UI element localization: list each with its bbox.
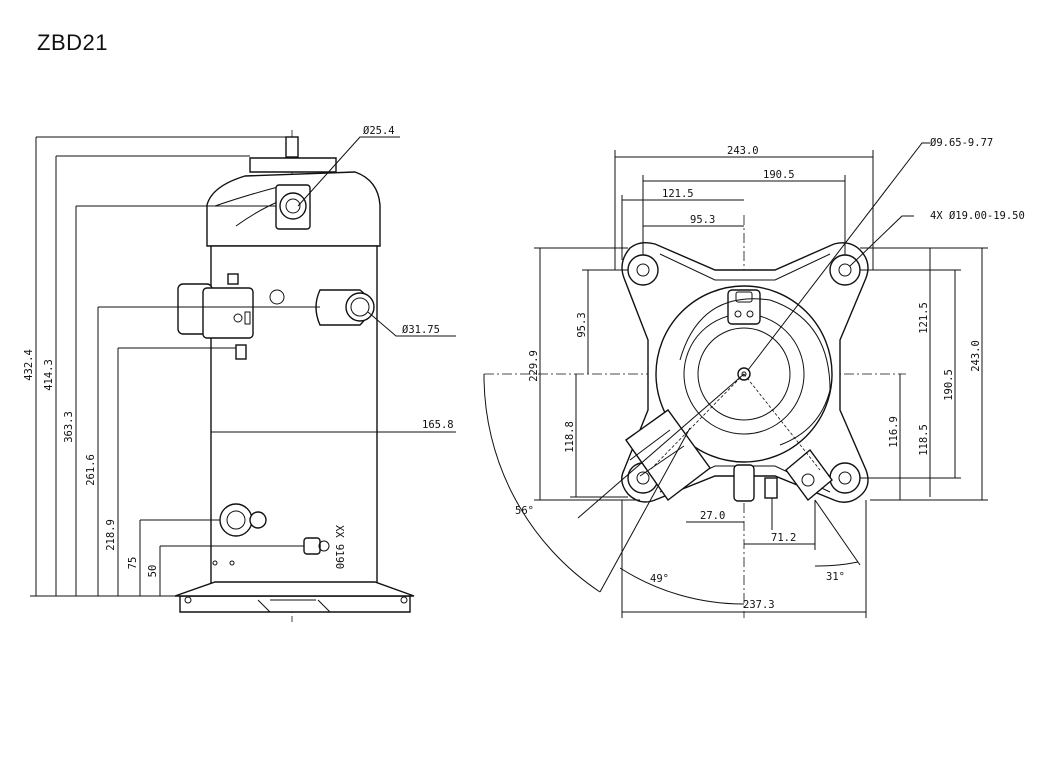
- dim-432-4: 432.4: [23, 349, 35, 381]
- dim-190-5-top: 190.5: [763, 169, 795, 181]
- bottom-fitting-plan: [733, 464, 755, 502]
- shell-label-text: XX 9190: [333, 525, 345, 569]
- mount-holes: [627, 254, 861, 494]
- terminal-box-plan: [625, 409, 711, 501]
- dim-49-deg: 49°: [650, 573, 669, 585]
- top-fitting: [285, 136, 299, 158]
- dim-121-5-top: 121.5: [662, 188, 694, 200]
- dim-243-right: 243.0: [970, 340, 982, 372]
- dim-118-8: 118.8: [564, 421, 576, 453]
- top-cap: [249, 157, 337, 173]
- dim-237-3: 237.3: [743, 599, 775, 611]
- dim-363-3: 363.3: [63, 411, 75, 443]
- dim-118-5: 118.5: [918, 424, 930, 456]
- dim-116-9: 116.9: [888, 416, 900, 448]
- low-port: [219, 503, 253, 537]
- dim-165-8: 165.8: [422, 419, 454, 431]
- arc-56: [483, 373, 601, 593]
- side-vertical-dims: [30, 136, 320, 597]
- dim-95-3-left: 95.3: [576, 312, 588, 337]
- dim-95-3-top: 95.3: [690, 214, 715, 226]
- dim-121-5-right: 121.5: [918, 302, 930, 334]
- dim-414-3: 414.3: [43, 359, 55, 391]
- bottom-port: [303, 537, 321, 555]
- dim-mount-holes: 4X Ø19.00-19.50: [930, 210, 1025, 222]
- dim-center-hole: Ø9.65-9.77: [930, 137, 993, 149]
- top-view: Ø9.65-9.77 4X Ø19.00-19.50 243.0 190.5 1…: [483, 137, 1025, 618]
- dim-75: 75: [127, 557, 139, 570]
- dim-71-2: 71.2: [771, 532, 796, 544]
- page-title: ZBD21: [37, 30, 108, 55]
- dim-50: 50: [147, 565, 159, 578]
- side-view: XX 9190 432.4 414.3 363.3 261.6 218.9 75…: [23, 125, 456, 622]
- dim-243-top: 243.0: [727, 145, 759, 157]
- top-fitting-plan: [727, 289, 761, 325]
- discharge-fitting-plan: [785, 448, 833, 502]
- dim-27-0: 27.0: [700, 510, 725, 522]
- dim-56-deg: 56°: [515, 505, 534, 517]
- mounting-base: [179, 595, 411, 613]
- dim-190-5-right: 190.5: [943, 369, 955, 401]
- dim-229-9: 229.9: [528, 350, 540, 382]
- dim-dia-25-4: Ø25.4: [363, 125, 395, 137]
- dim-218-9: 218.9: [105, 519, 117, 551]
- dim-31-deg: 31°: [826, 571, 845, 583]
- dim-dia-31-75: Ø31.75: [402, 324, 440, 336]
- dim-261-6: 261.6: [85, 454, 97, 486]
